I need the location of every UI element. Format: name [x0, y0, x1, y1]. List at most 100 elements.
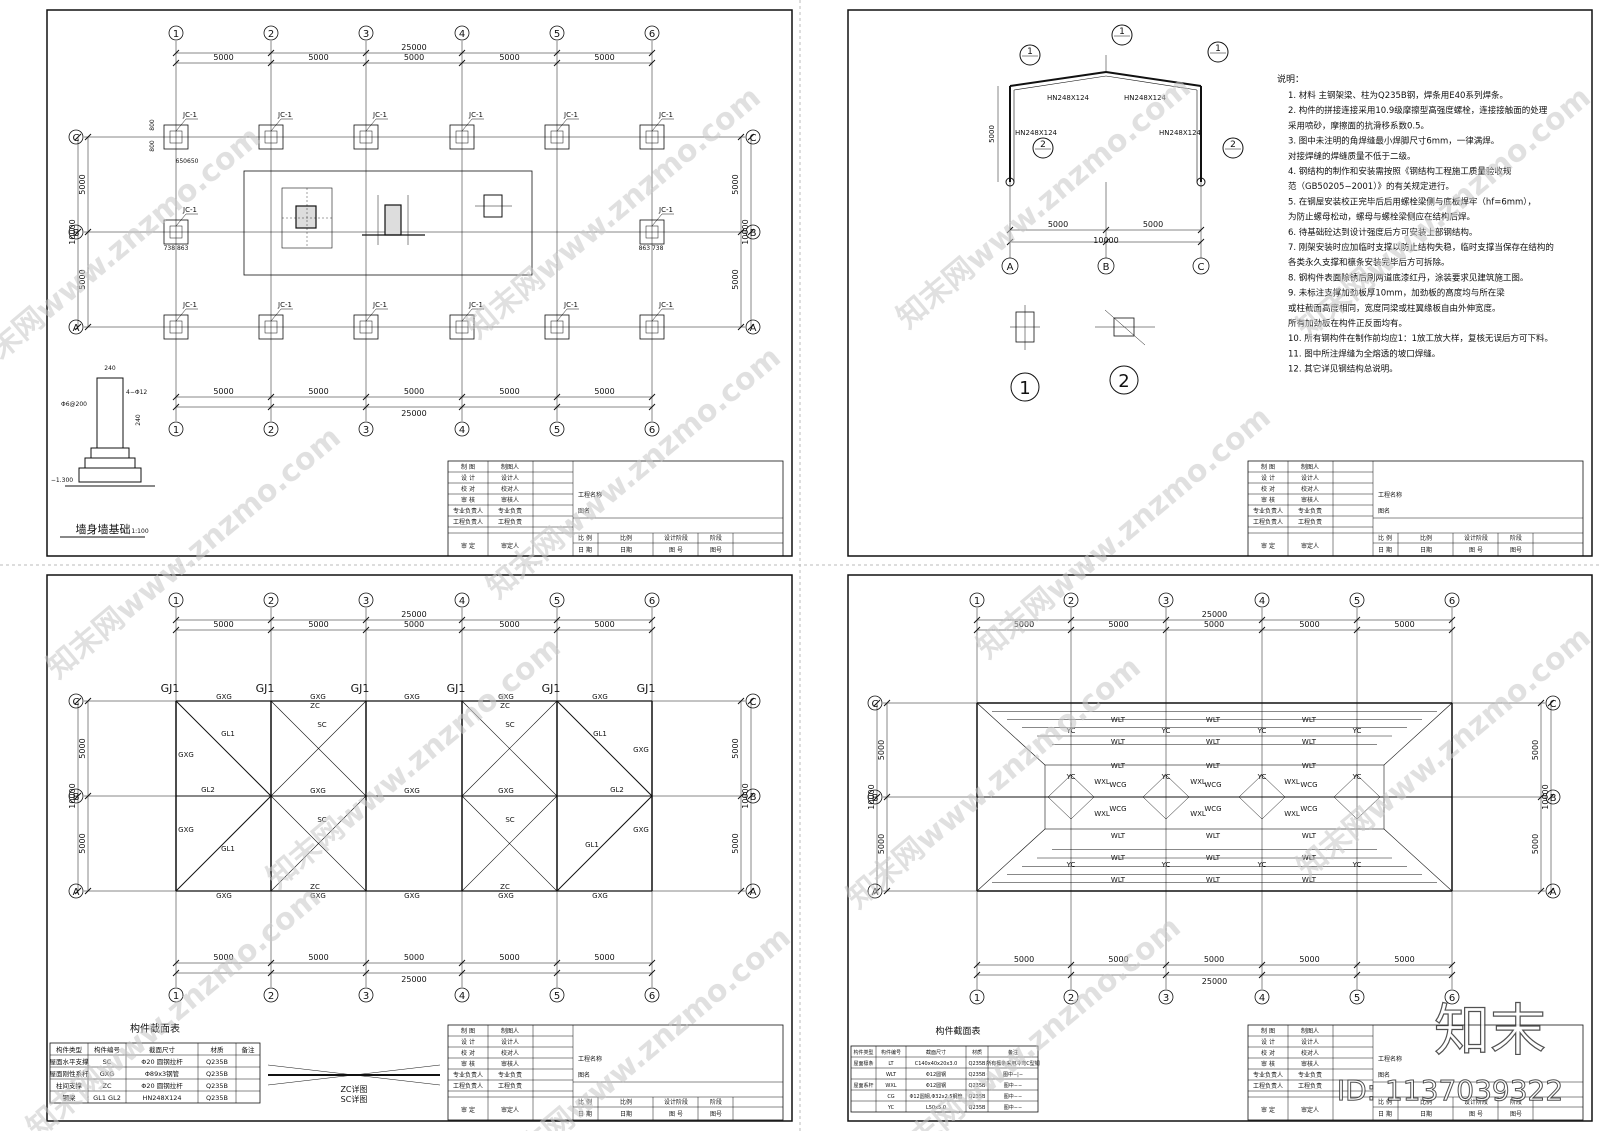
title-block-person: 校对人: [501, 1049, 519, 1057]
angle-brace-tag: YC: [1257, 773, 1267, 781]
dim-tick: [737, 323, 745, 331]
brace-tag: ZC: [500, 702, 510, 710]
section-mark-label: 1: [1215, 44, 1221, 54]
table-cell: Φ20 圆钢拉杆: [141, 1081, 183, 1090]
pad-dim: 800: [149, 119, 156, 131]
axis-bubble: [358, 592, 374, 608]
tie-tag: GXG: [310, 892, 326, 900]
roof-bracing-plan-sheet: 112233445566CCBBAA2500050005000500050005…: [46, 574, 793, 1122]
table-cell: 屋面系杆: [853, 1082, 873, 1089]
dim-tick: [1006, 226, 1014, 234]
axis-bubble: [867, 789, 883, 805]
dim-tick: [883, 793, 891, 801]
angle-brace-tag: YC: [1161, 727, 1171, 735]
bay-dim-vertical: 5000: [731, 269, 740, 289]
beam-diagonal: [556, 700, 653, 797]
note-line: 采用喷砂，摩擦面的抗滑移系数0.5。: [1288, 120, 1429, 131]
table-cell: Q235B: [206, 1094, 228, 1102]
title-block-frame: [447, 460, 784, 557]
rafter-section: HN248X124: [1124, 94, 1167, 102]
bay-dim-vertical: 5000: [877, 740, 886, 760]
axis-label: 6: [649, 425, 655, 436]
axis-bubble: [1097, 257, 1115, 275]
dim-tick: [553, 49, 561, 57]
axis-bubble: [168, 987, 184, 1003]
dim-tick: [458, 393, 466, 401]
angle-brace-tag: YC: [1257, 727, 1267, 735]
table-cell: 屋面刚性系杆: [50, 1069, 90, 1078]
roof-tie-tag: WXL: [1284, 810, 1300, 818]
dim-tick: [1448, 626, 1456, 634]
tie-tag: GXG: [404, 892, 420, 900]
tie-tag: GXG: [404, 693, 420, 701]
axis-bubble: [68, 224, 84, 240]
axis-bubble: [549, 987, 565, 1003]
title-block-person: 制图人: [501, 463, 519, 471]
title-block-role: 审 定: [461, 542, 475, 550]
section-mark-label: 2: [1040, 140, 1046, 150]
detail-label: SC详图: [341, 1094, 368, 1104]
axis-bubble: [644, 987, 660, 1003]
brace: [1142, 774, 1167, 798]
table-header: 材质: [211, 1045, 225, 1054]
title-block-role: 审 核: [1261, 496, 1275, 504]
title-block-person: 设计人: [501, 1038, 519, 1046]
dim-tick: [267, 59, 275, 67]
table-cell: 柱间支撑: [56, 1081, 83, 1090]
table-cell: GL1 GL2: [93, 1094, 121, 1102]
table-cell: Q235B: [206, 1070, 228, 1078]
title-block-role: 制 图: [461, 463, 475, 471]
detail-label: ZC详图: [340, 1084, 367, 1094]
total-length-dim: 25000: [401, 610, 426, 619]
title-block-person: 设计人: [1301, 1038, 1319, 1046]
table-header: 构件编号: [94, 1045, 121, 1054]
table-title: 构件截面表: [130, 1022, 180, 1035]
title-block-project: 工程名称: [1378, 491, 1402, 499]
bay-dim: 5000: [404, 387, 424, 396]
table-cell: 图中−−: [1004, 1093, 1022, 1100]
table-cell: LT: [888, 1061, 894, 1067]
axis-bubble: [1444, 989, 1460, 1005]
angle-brace-tag: YC: [1257, 861, 1267, 869]
hip-line: [1383, 702, 1453, 766]
brace-tag: ZC: [310, 702, 320, 710]
bracing-tag: SC: [317, 816, 326, 824]
hip-line: [976, 828, 1046, 892]
tie-tag: GXG: [310, 787, 326, 795]
brace: [1261, 774, 1286, 798]
rafter-section: HN248X124: [1047, 94, 1090, 102]
scale-value: 比例: [1420, 534, 1432, 542]
tie-rod-tag: WLT: [1111, 738, 1126, 746]
table-cell: Q235B: [969, 1061, 986, 1067]
bay-dim: 5000: [499, 53, 519, 62]
title-block-role: 制 图: [1261, 1027, 1275, 1035]
axis-label: 1: [173, 425, 179, 436]
dim-tick: [458, 969, 466, 977]
bay-dim-vertical: 5000: [78, 174, 87, 194]
stage-label: 设计阶段: [1464, 534, 1488, 542]
dim-tick: [553, 59, 561, 67]
axis-bubble: [1254, 989, 1270, 1005]
purlin-plan-sheet: 112233445566CCBBAA2500050005000500050005…: [847, 574, 1593, 1122]
bay-dim: 5000: [308, 53, 328, 62]
dim-tick: [873, 887, 881, 895]
dim-tick: [1162, 971, 1170, 979]
title-block-frame: [447, 1024, 784, 1121]
bay-dim: 5000: [594, 953, 614, 962]
title-block-role: 制 图: [461, 1027, 475, 1035]
axis-label: 4: [1259, 596, 1265, 607]
dim-tick: [747, 323, 755, 331]
axis-bubble: [1063, 989, 1079, 1005]
bay-dim: 5000: [594, 620, 614, 629]
dim-tick: [267, 403, 275, 411]
dim-tick: [172, 49, 180, 57]
dim-tick: [648, 616, 656, 624]
foundation-tag: JC-1: [182, 301, 197, 309]
title-block-role: 设 计: [1261, 474, 1275, 482]
sheet-no-label: 图 号: [1469, 547, 1483, 554]
axis-label: 3: [363, 991, 369, 1002]
table-title: 构件截面表: [935, 1025, 980, 1037]
foundation-plan-sheet: 112233445566CCBBAA2500050005000500050005…: [46, 9, 793, 557]
sheet-no-value: 图号: [710, 547, 722, 554]
